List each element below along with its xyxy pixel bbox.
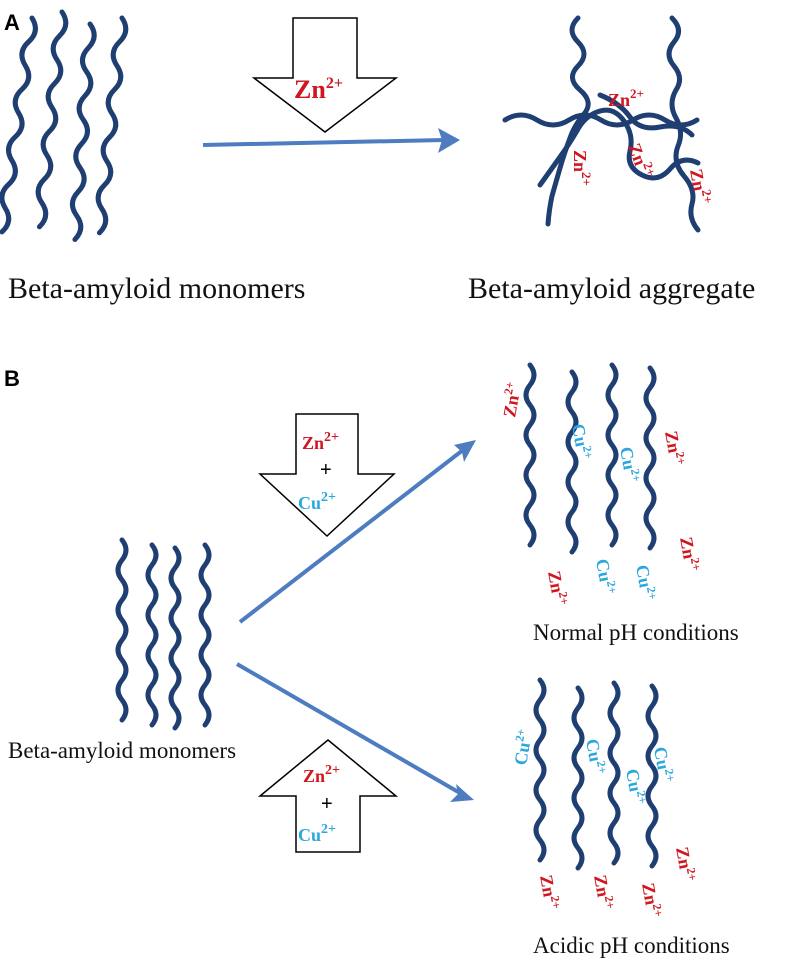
zinc-ion-label: Zn2+	[590, 873, 618, 911]
panel-a-label: A	[4, 10, 20, 35]
strand	[526, 365, 534, 545]
acidic-ph-ions: Cu2+ Cu2+ Cu2+ Cu2+ Zn2+ Zn2+ Zn2+ Zn2+	[508, 727, 700, 919]
strand	[537, 107, 701, 188]
copper-ion-label: Cu2+	[592, 557, 620, 596]
zinc-charge: 2+	[326, 75, 343, 92]
normal-ph-caption: Normal pH conditions	[533, 620, 739, 645]
zinc-ion-label: Zn2+	[303, 763, 340, 786]
strand	[70, 24, 95, 240]
strand	[574, 688, 582, 868]
up-block-arrow	[257, 739, 399, 853]
strand	[502, 112, 700, 128]
acidic-ph-caption: Acidic pH conditions	[533, 933, 730, 958]
zinc-ion-label: Zn2+	[676, 535, 704, 573]
zinc-ion-label: Zn2+	[497, 380, 525, 418]
strand	[648, 686, 656, 866]
arrow-shaft	[238, 448, 465, 624]
copper-ion-label: Cu2+	[616, 445, 644, 484]
zinc-ion-label: Zn2+	[686, 167, 716, 207]
strand	[118, 540, 126, 720]
zinc-ion-label: Zn2+	[302, 430, 339, 453]
strand	[608, 365, 616, 545]
monomers-caption: Beta-amyloid monomers	[8, 738, 236, 763]
strand	[568, 372, 576, 552]
strand	[148, 545, 156, 725]
plus-sign: +	[321, 793, 333, 815]
strand	[536, 680, 544, 860]
panel-a-monomers	[0, 11, 127, 239]
arrow-head	[454, 440, 476, 462]
copper-ion-label: Cu2+	[650, 745, 678, 784]
monomers-caption: Beta-amyloid monomers	[8, 272, 305, 305]
zinc-ion-label: Zn2+	[672, 845, 700, 883]
panel-a-bound-ions: Zn2+ Zn2+ Zn2+ Zn2+	[570, 86, 716, 207]
copper-ion-label: Cu2+	[298, 490, 336, 513]
copper-ion-label: Cu2+	[632, 563, 660, 602]
aggregate-caption: Beta-amyloid aggregate	[468, 272, 755, 305]
zinc-input-arrow: Zn2+	[251, 17, 399, 133]
copper-ion-label: Cu2+	[582, 737, 610, 776]
copper-ion-label: Cu2+	[622, 767, 650, 806]
strand	[201, 545, 209, 725]
normal-ph-ions: Zn2+ Cu2+ Cu2+ Zn2+ Zn2+ Zn2+ Cu2+ Cu2+	[497, 380, 704, 607]
zinc-ion-label: Zn2+	[608, 86, 644, 110]
strand	[0, 17, 37, 232]
zinc-ion-label: Zn2+	[544, 569, 572, 607]
panel-b-monomers	[118, 540, 209, 728]
copper-ion-label: Cu2+	[568, 422, 596, 461]
strand	[666, 15, 701, 233]
panel-a-aggregate	[502, 15, 701, 233]
copper-ion-label: Cu2+	[508, 727, 536, 766]
strand	[94, 17, 127, 233]
arrow-shaft	[235, 662, 462, 795]
strand	[171, 548, 179, 728]
arrow-head	[438, 128, 460, 153]
arrow-to-acidic	[235, 662, 474, 802]
zinc-symbol: Zn	[294, 75, 326, 104]
plus-sign: +	[320, 459, 332, 481]
copper-ion-label: Cu2+	[298, 822, 336, 845]
down-block-arrow	[258, 413, 396, 538]
zinc-ion-label: Zn2+	[570, 150, 594, 186]
metal-input-arrow-down: Zn2+ + Cu2+	[258, 413, 396, 538]
strand	[34, 11, 67, 227]
arrow-head	[450, 784, 474, 802]
zinc-ion-label: Zn2+	[661, 429, 689, 467]
strand	[646, 368, 654, 548]
zinc-ion-label: Zn2+	[536, 873, 564, 911]
strand	[610, 683, 618, 863]
down-block-arrow	[251, 17, 399, 133]
panel-a-reaction-arrow	[202, 128, 460, 153]
zinc-ion-label: Zn2+	[638, 881, 666, 919]
metal-input-arrow-up: Zn2+ + Cu2+	[257, 739, 399, 853]
zinc-ion-label: Zn2+	[294, 75, 343, 104]
arrow-shaft	[202, 138, 446, 147]
arrow-to-normal	[238, 440, 476, 624]
panel-b-label: B	[4, 366, 20, 391]
strand	[597, 92, 695, 138]
